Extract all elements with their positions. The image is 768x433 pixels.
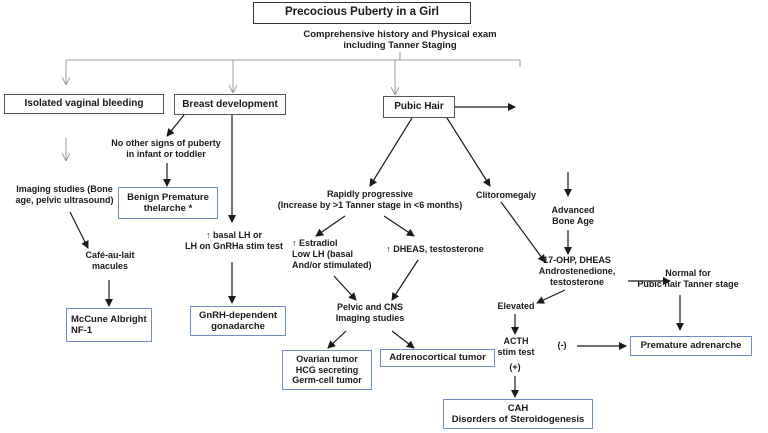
arrow-rapid-to-dheas [383, 215, 415, 237]
arrow-pubic-to-clitoromegaly [446, 117, 491, 187]
node-normal-tanner: Normal for Pubic hair Tanner stage [637, 268, 739, 289]
node-cafe-au-lait: Café-au-lait macules [85, 250, 135, 271]
box-premature-adrenarche: Premature adrenarche [630, 336, 752, 356]
label-negative: (-) [557, 340, 567, 350]
node-pelvic-cns: Pelvic and CNS Imaging studies [335, 302, 405, 323]
node-estradiol: ↑ Estradiol Low LH (basal And/or stimula… [292, 238, 372, 270]
box-cah: CAH Disorders of Steroidogenesis [443, 399, 593, 429]
arrow-clitoromegaly-to-ohp [500, 201, 546, 263]
arrow-ohp-to-elevated [536, 289, 566, 304]
box-mccune-albright: McCune Albright NF-1 [66, 308, 152, 342]
node-clitoromegaly: Clitoromegaly [475, 190, 536, 200]
node-imaging-studies: Imaging studies (Bone age, pelvic ultras… [15, 184, 114, 205]
arrow-pubic-to-rapid [369, 117, 413, 187]
branch-pubic-hair: Pubic Hair [383, 96, 455, 118]
node-no-other-signs: No other signs of puberty in infant or t… [111, 138, 221, 159]
arrow-imaging-to-cafe [69, 211, 89, 249]
branch-vaginal-bleeding: Isolated vaginal bleeding [4, 94, 164, 114]
node-acth-stim: ACTH stim test [497, 336, 535, 357]
box-gnrh-dependent: GnRH-dependent gonadarche [190, 306, 286, 336]
arrow-dheas-to-pelvic [391, 259, 419, 301]
node-advanced-bone-age: Advanced Bone Age [551, 205, 595, 226]
title-box: Precocious Puberty in a Girl [253, 2, 471, 24]
node-dheas: ↑ DHEAS, testosterone [386, 244, 484, 254]
box-benign-thelarche: Benign Premature thelarche * [118, 187, 218, 219]
node-elevated: Elevated [497, 301, 535, 311]
node-rapidly-progressive: Rapidly progressive (Increase by >1 Tann… [277, 189, 463, 210]
arrow-pelvic-to-adrenocortical [391, 330, 415, 349]
arrow-rapid-to-estradiol [315, 215, 346, 237]
arrow-breast-to-noother [166, 114, 185, 137]
node-17ohp: 17-OHP, DHEAS Androstenedione, testoster… [538, 255, 616, 287]
branch-breast-development: Breast development [174, 94, 286, 115]
box-adrenocortical-tumor: Adrenocortical tumor [380, 349, 495, 367]
arrow-pelvic-to-ovarian [327, 330, 347, 349]
label-positive: (+) [509, 362, 521, 372]
root-node: Comprehensive history and Physical exam … [303, 29, 497, 52]
arrow-estradiol-to-pelvic [333, 275, 357, 301]
root-splitter [66, 52, 521, 160]
node-basal-lh: ↑ basal LH or LH on GnRHa stim test [184, 230, 283, 251]
box-ovarian-tumor: Ovarian tumor HCG secreting Germ-cell tu… [282, 350, 372, 390]
